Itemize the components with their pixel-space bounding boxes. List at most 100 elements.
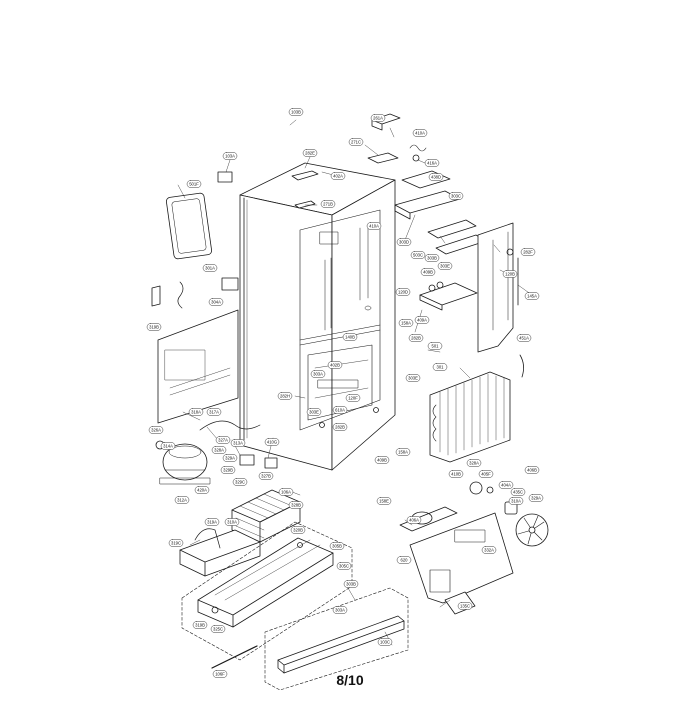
part-label-box xyxy=(258,472,274,480)
part-label: 120B xyxy=(502,270,518,278)
part-label-text: 271C xyxy=(351,140,361,145)
part-label: 420A xyxy=(194,486,210,494)
part-label-text: 261A xyxy=(373,116,383,121)
part-label-box xyxy=(478,470,494,478)
page-number: 8/10 xyxy=(336,672,364,688)
part-label: 158A xyxy=(398,319,414,327)
part-label-text: 326A xyxy=(151,428,161,433)
part-label: 501F xyxy=(186,180,202,188)
part-label-text: 303E xyxy=(408,376,418,381)
part-label-text: 305B xyxy=(332,544,342,549)
part-label-box xyxy=(332,423,348,431)
part-label-box xyxy=(348,138,364,146)
part-label-box xyxy=(336,562,352,570)
part-label-box xyxy=(212,670,228,678)
part-label-box xyxy=(202,264,218,272)
part-label-box xyxy=(288,501,304,509)
part-label-text: 329A xyxy=(225,456,235,461)
part-label-box xyxy=(366,222,382,230)
part-label-box xyxy=(222,454,238,462)
part-label: 301 xyxy=(432,363,448,371)
part-label: 158A xyxy=(395,448,411,456)
part-label-text: 410A xyxy=(415,131,425,136)
fan-assembly xyxy=(469,481,549,547)
part-label-box xyxy=(376,497,392,505)
part-label-box xyxy=(222,152,238,160)
part-label-text: 303C xyxy=(451,194,461,199)
part-label: 145A xyxy=(524,292,540,300)
part-label-box xyxy=(215,436,231,444)
part-label-text: 304A xyxy=(211,300,221,305)
part-label-text: 409A xyxy=(417,318,427,323)
part-label: 303E xyxy=(405,374,421,382)
part-label-text: 438D xyxy=(431,175,441,180)
part-label-box xyxy=(395,288,411,296)
part-label-text: 282F xyxy=(523,250,533,255)
part-label-text: 320B xyxy=(293,528,303,533)
part-label: 120D xyxy=(395,288,411,296)
part-labels: 103B103A282E402A271C261A410A416A438D501F… xyxy=(146,108,544,678)
part-label-box xyxy=(481,546,497,554)
part-label-text: 135C xyxy=(460,604,470,609)
part-label-box xyxy=(448,192,464,200)
part-label-box xyxy=(395,448,411,456)
part-label: 320B xyxy=(290,526,306,534)
part-label: 304A xyxy=(208,298,224,306)
part-label-box xyxy=(374,456,390,464)
part-label-box xyxy=(160,442,176,450)
part-label-box xyxy=(194,486,210,494)
part-label: 327A xyxy=(215,436,231,444)
part-label: 305C xyxy=(336,562,352,570)
part-label-text: 145A xyxy=(527,294,537,299)
part-label: 406B xyxy=(524,466,540,474)
part-label-text: 332A xyxy=(484,548,494,553)
part-label: 103B xyxy=(288,108,304,116)
part-label-text: 282B xyxy=(335,425,345,430)
part-label: 103C xyxy=(377,638,393,646)
part-label: 325C xyxy=(210,625,226,633)
part-label: 328A xyxy=(211,446,227,454)
part-label: 409A xyxy=(414,316,430,324)
part-label-text: 405F xyxy=(481,472,491,477)
part-label-text: 314A xyxy=(163,444,173,449)
part-label: 282B xyxy=(332,423,348,431)
part-label: 410A xyxy=(412,129,428,137)
part-label-box xyxy=(398,319,414,327)
part-label-text: 327B xyxy=(261,474,271,479)
part-label-text: 328A xyxy=(214,448,224,453)
part-label-text: 451A xyxy=(519,336,529,341)
part-label-box xyxy=(211,446,227,454)
part-label-text: 319B xyxy=(149,325,159,330)
part-label-text: 410A xyxy=(369,224,379,229)
part-label-box xyxy=(320,200,336,208)
part-label-box xyxy=(192,621,208,629)
part-label: 318A xyxy=(188,408,204,416)
part-label-text: 303E xyxy=(440,264,450,269)
part-label-text: 501 xyxy=(432,344,440,349)
part-label-box xyxy=(277,392,293,400)
part-label-box xyxy=(528,494,544,502)
part-label: 435C xyxy=(510,488,526,496)
front-grille xyxy=(211,587,409,691)
part-label-box xyxy=(290,526,306,534)
part-label-text: 319B xyxy=(195,623,205,628)
part-label-box xyxy=(448,470,464,478)
part-label-text: 303A xyxy=(335,608,345,613)
part-label-box xyxy=(414,316,430,324)
part-label-text: 103A xyxy=(225,154,235,159)
part-label-box xyxy=(206,408,222,416)
part-label-text: 328B xyxy=(291,503,301,508)
part-label-box xyxy=(437,262,453,270)
part-label: 106F xyxy=(212,670,228,678)
part-label-text: 503C xyxy=(413,253,423,258)
part-label-box xyxy=(327,361,343,369)
part-label: 303E xyxy=(306,408,322,416)
part-label: 327B xyxy=(258,472,274,480)
part-label: 310A xyxy=(224,518,240,526)
lower-cover xyxy=(399,506,514,615)
part-label: 410A xyxy=(366,222,382,230)
part-label: 402B xyxy=(327,361,343,369)
part-label-box xyxy=(410,251,426,259)
part-label: 329A xyxy=(528,494,544,502)
